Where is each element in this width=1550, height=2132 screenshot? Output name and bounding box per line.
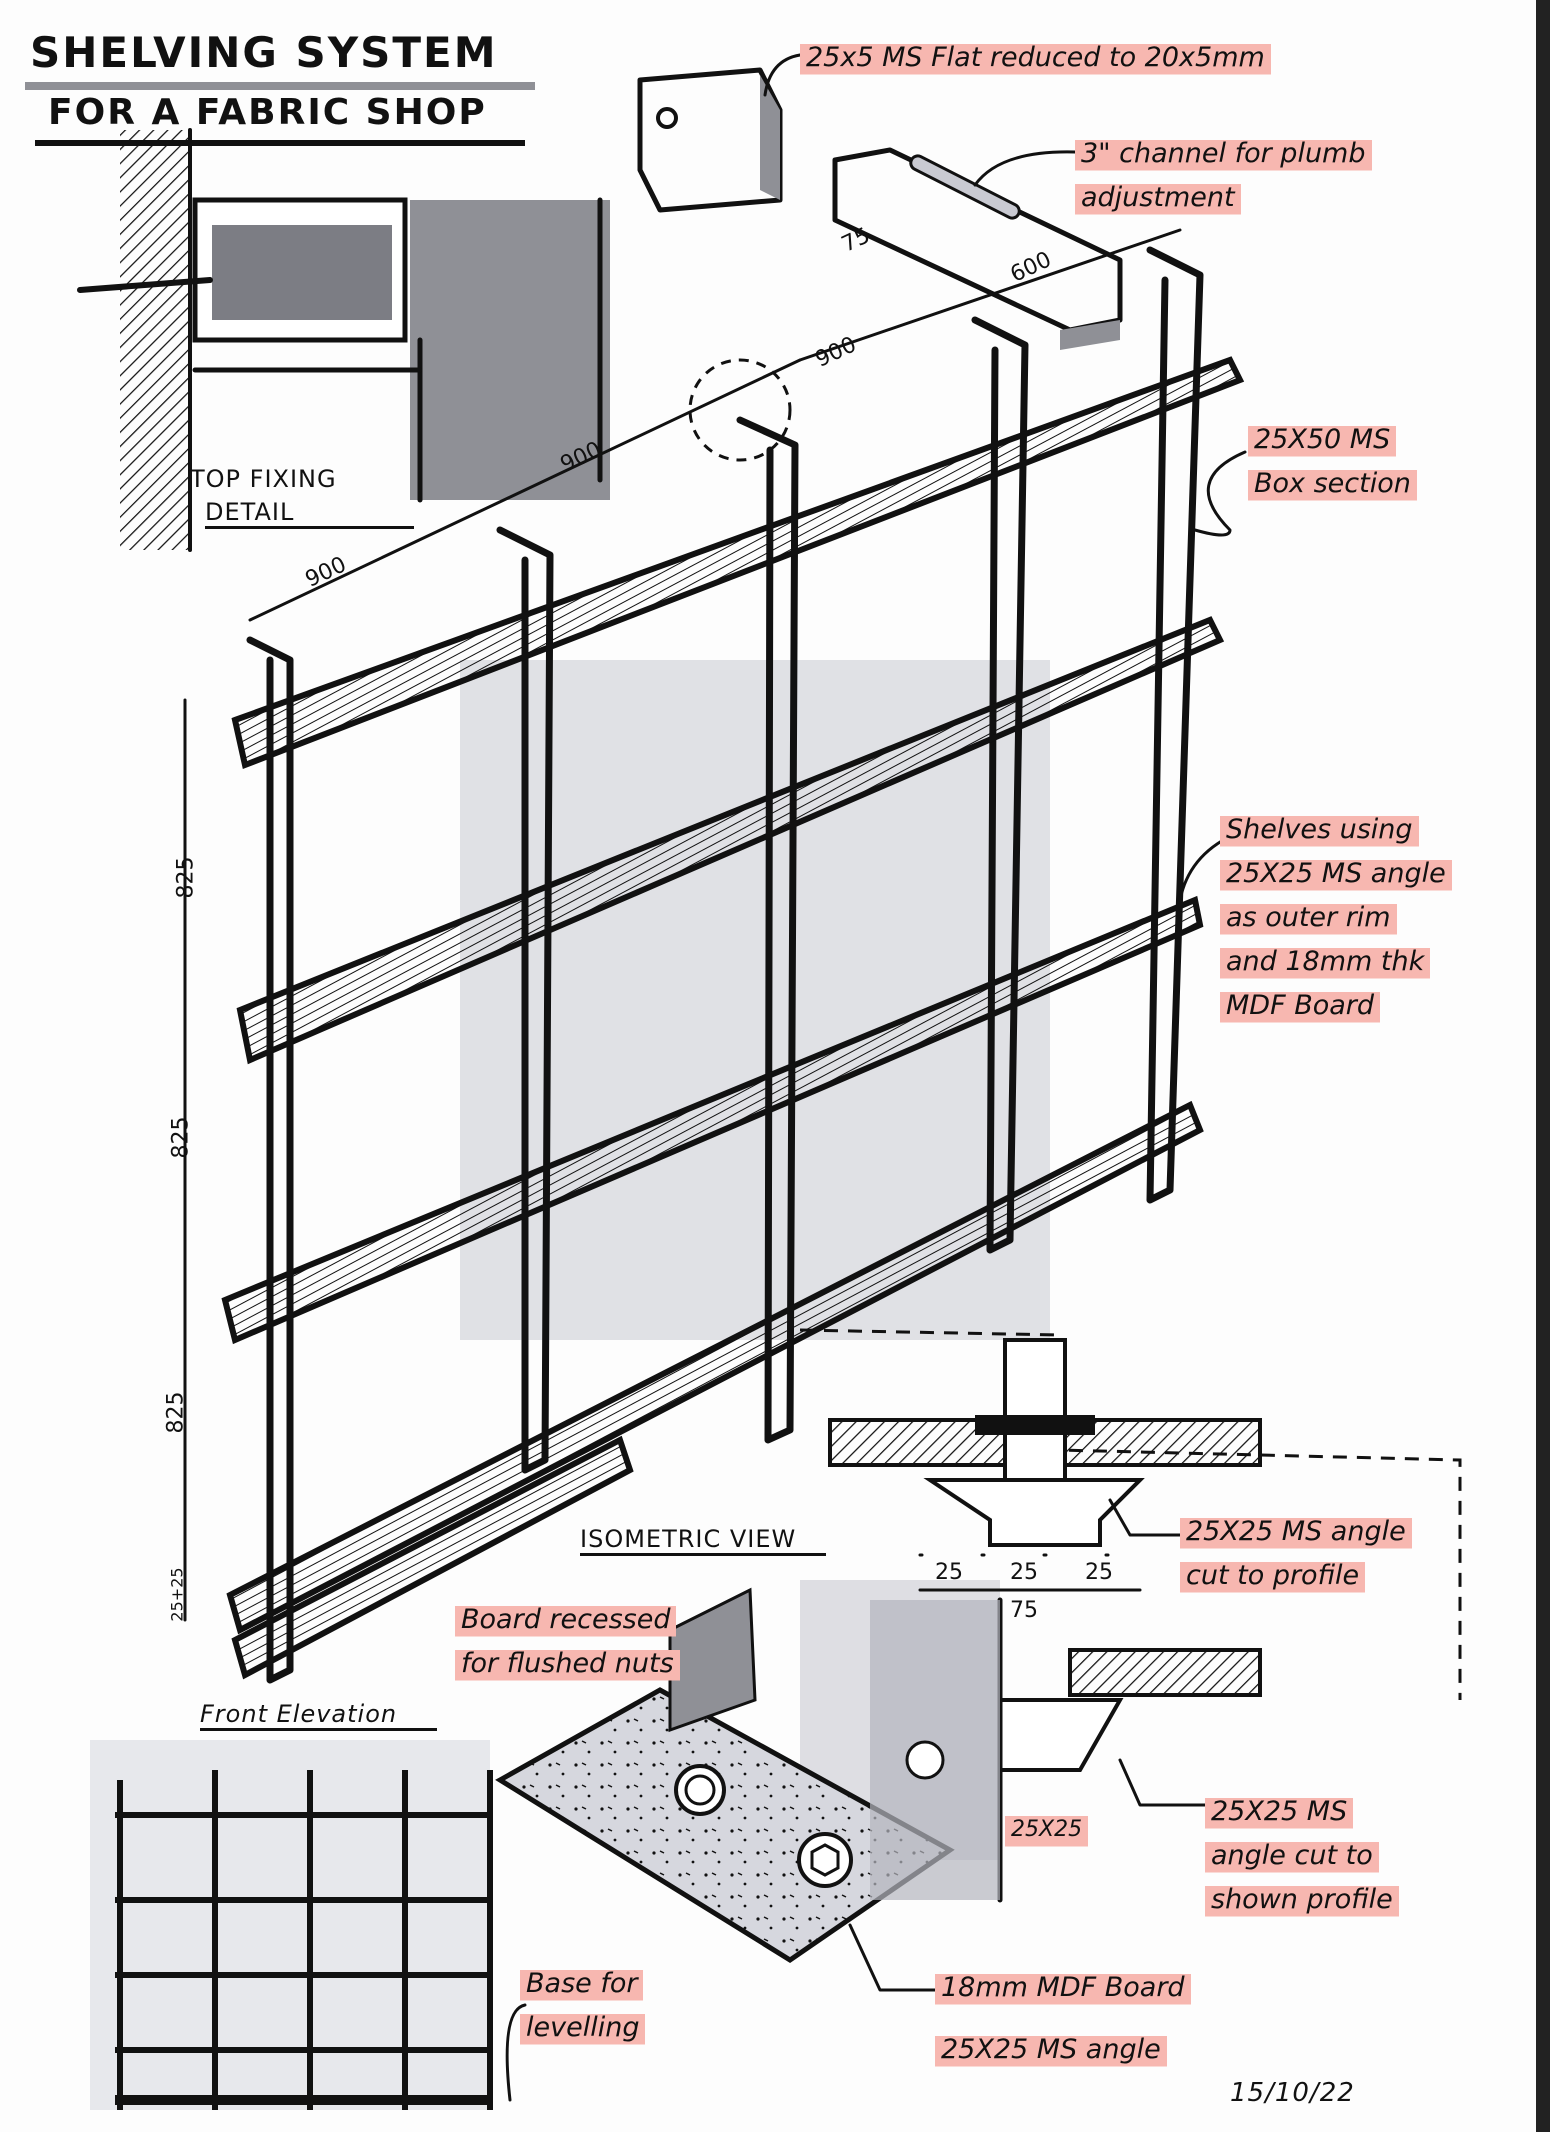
base-board-detail [495, 1587, 1000, 1963]
top-bracket-detail [637, 67, 1123, 350]
dimension-section-a: 25 [935, 1560, 963, 1585]
dimension-shelf-spacing-2: 825 [168, 1116, 194, 1159]
note-box-section-line-1: 25X50 MS [1248, 418, 1397, 462]
title-underline-grey [25, 82, 535, 90]
top-fixing-label: TOP FIXING [190, 465, 337, 493]
note-angle-profile: 25X25 MS angle cut to profile [1180, 1510, 1412, 1598]
note-shelves-line-5: MDF Board [1220, 984, 1381, 1028]
note-angle-shown: 25X25 MS angle cut to shown profile [1205, 1790, 1399, 1922]
note-shelves-line-4: and 18mm thk [1220, 940, 1431, 984]
note-angle-shown-line-2: angle cut to [1205, 1834, 1379, 1878]
leader-lines [505, 53, 1247, 2102]
sketch-date: 15/10/22 [1230, 2078, 1355, 2108]
shelf-level-4 [226, 1100, 1204, 1635]
shelf-level-base [231, 1435, 634, 1680]
note-box-section-line-2: Box section [1248, 462, 1417, 506]
note-angle-shown-line-1: 25X25 MS [1205, 1790, 1354, 1834]
dimension-base-height: 25+25 [167, 1567, 187, 1622]
note-angle-size-text: 25X25 [1005, 1808, 1089, 1852]
note-ms-angle-text: 25X25 MS angle [935, 2028, 1167, 2072]
dimension-shelf-spacing-3: 825 [163, 1391, 189, 1434]
note-mdf-board-text: 18mm MDF Board [935, 1966, 1191, 2010]
top-fixing-detail [77, 128, 610, 552]
note-angle-profile-line-2: cut to profile [1180, 1554, 1366, 1598]
dimension-section-b: 25 [1010, 1560, 1038, 1585]
isometric-view-label: ISOMETRIC VIEW [580, 1525, 827, 1556]
note-flat-bar: 25x5 MS Flat reduced to 20x5mm [800, 36, 1271, 80]
title-underline [35, 140, 525, 146]
note-angle-size: 25X25 [1005, 1808, 1089, 1852]
dimension-section-total: 75 [1010, 1598, 1038, 1623]
note-base-levelling-line-2: levelling [520, 2006, 646, 2050]
dimension-shelf-spacing-1: 825 [173, 856, 199, 899]
sheet-title-line-2: FOR A FABRIC SHOP [48, 92, 487, 133]
note-shelves-line-3: as outer rim [1220, 896, 1397, 940]
note-shelves: Shelves using 25X25 MS angle as outer ri… [1220, 808, 1452, 1028]
note-ms-angle: 25X25 MS angle [935, 2028, 1167, 2072]
note-board-recessed-line-2: for flushed nuts [455, 1642, 680, 1686]
note-channel-line-2: adjustment [1075, 176, 1241, 220]
shelf-level-2 [236, 616, 1225, 1065]
sheet-title-line-1: SHELVING SYSTEM [30, 28, 498, 77]
front-elevation [115, 1770, 493, 2110]
dimension-lines [183, 228, 1182, 1622]
note-shelves-line-2: 25X25 MS angle [1220, 852, 1452, 896]
scan-edge [1536, 0, 1550, 2132]
note-box-section: 25X50 MS Box section [1248, 418, 1417, 506]
note-board-recessed: Board recessed for flushed nuts [455, 1598, 680, 1686]
note-board-recessed-line-1: Board recessed [455, 1598, 677, 1642]
note-base-levelling: Base for levelling [520, 1962, 646, 2050]
isometric-shelves [221, 356, 1245, 1680]
shelf-level-3 [221, 895, 1204, 1345]
front-elevation-label: Front Elevation [200, 1700, 438, 1731]
note-channel: 3" channel for plumb adjustment [1075, 132, 1372, 220]
note-shelves-line-1: Shelves using [1220, 808, 1419, 852]
note-angle-profile-line-1: 25X25 MS angle [1180, 1510, 1412, 1554]
shelf-level-1 [231, 356, 1245, 770]
note-flat-bar-text: 25x5 MS Flat reduced to 20x5mm [800, 36, 1271, 80]
note-angle-shown-line-3: shown profile [1205, 1878, 1399, 1922]
top-fixing-label-2: DETAIL [205, 498, 415, 529]
dimension-section-c: 25 [1085, 1560, 1113, 1585]
note-channel-line-1: 3" channel for plumb [1075, 132, 1372, 176]
note-base-levelling-line-1: Base for [520, 1962, 644, 2006]
note-mdf-board: 18mm MDF Board [935, 1966, 1191, 2010]
